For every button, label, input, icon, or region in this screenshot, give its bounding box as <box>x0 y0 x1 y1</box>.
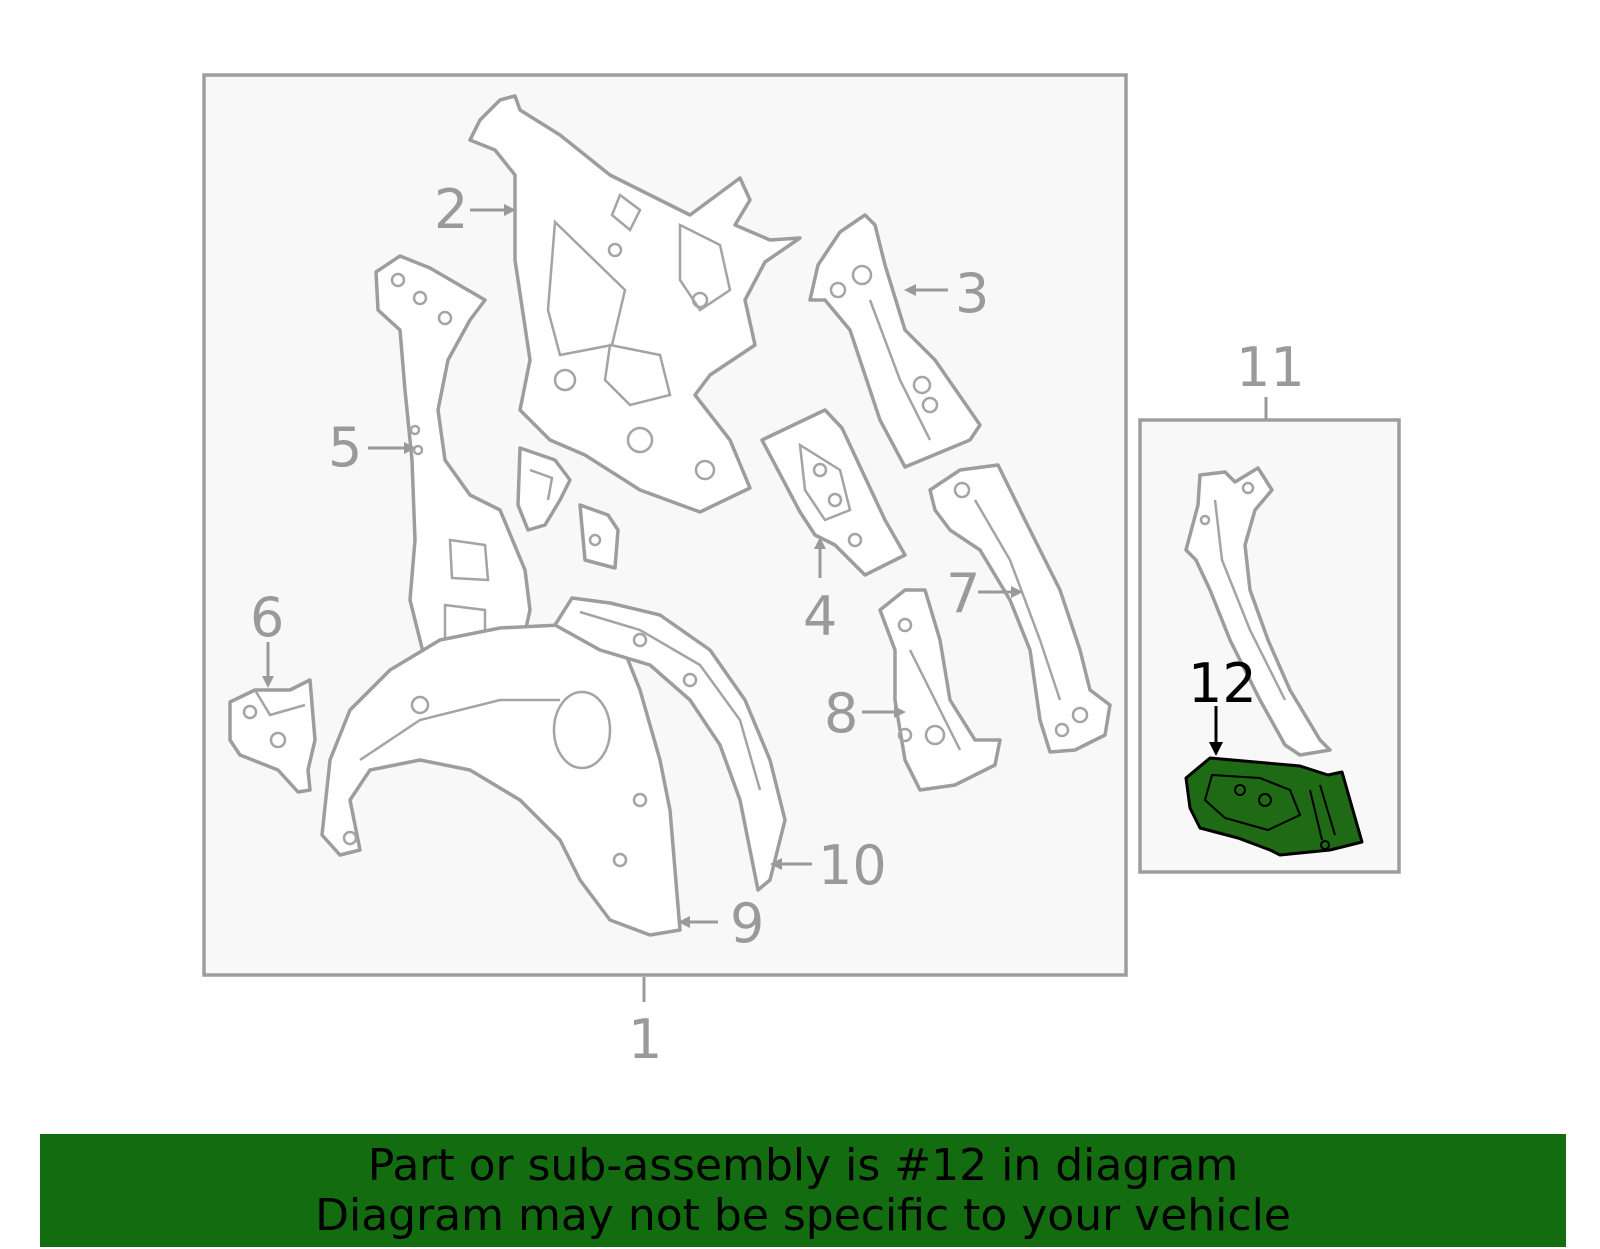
callout-4: 4 <box>803 585 837 648</box>
callout-2: 2 <box>434 178 468 241</box>
part-6-bracket <box>228 678 317 794</box>
part-small-bracket-a <box>516 446 572 532</box>
part-10-outer-wheelhouse <box>553 596 787 892</box>
part-12-highlighted <box>1184 756 1364 857</box>
callout-1: 1 <box>628 1008 662 1071</box>
callout-12: 12 <box>1188 652 1257 715</box>
part-2-upper-quarter-panel <box>468 94 802 514</box>
part-4-bracket <box>760 408 907 577</box>
part-9-inner-wheelhouse <box>320 623 682 937</box>
callout-10: 10 <box>818 834 887 897</box>
callout-6: 6 <box>250 586 284 649</box>
info-banner: Part or sub-assembly is #12 in diagram D… <box>40 1134 1566 1247</box>
callout-3: 3 <box>955 262 989 325</box>
part-7-rail <box>928 463 1112 754</box>
callout-5: 5 <box>328 416 362 479</box>
part-11-pillar <box>1184 466 1332 757</box>
leader-arrows <box>262 204 1223 928</box>
banner-line-1: Part or sub-assembly is #12 in diagram <box>367 1139 1239 1191</box>
callout-8: 8 <box>824 682 858 745</box>
callout-9: 9 <box>730 892 764 955</box>
part-3-reinforcement <box>808 213 982 469</box>
banner-line-2: Diagram may not be specific to your vehi… <box>315 1189 1291 1241</box>
callout-11: 11 <box>1236 336 1305 399</box>
part-small-bracket-b <box>578 503 620 570</box>
callout-7: 7 <box>946 562 980 625</box>
